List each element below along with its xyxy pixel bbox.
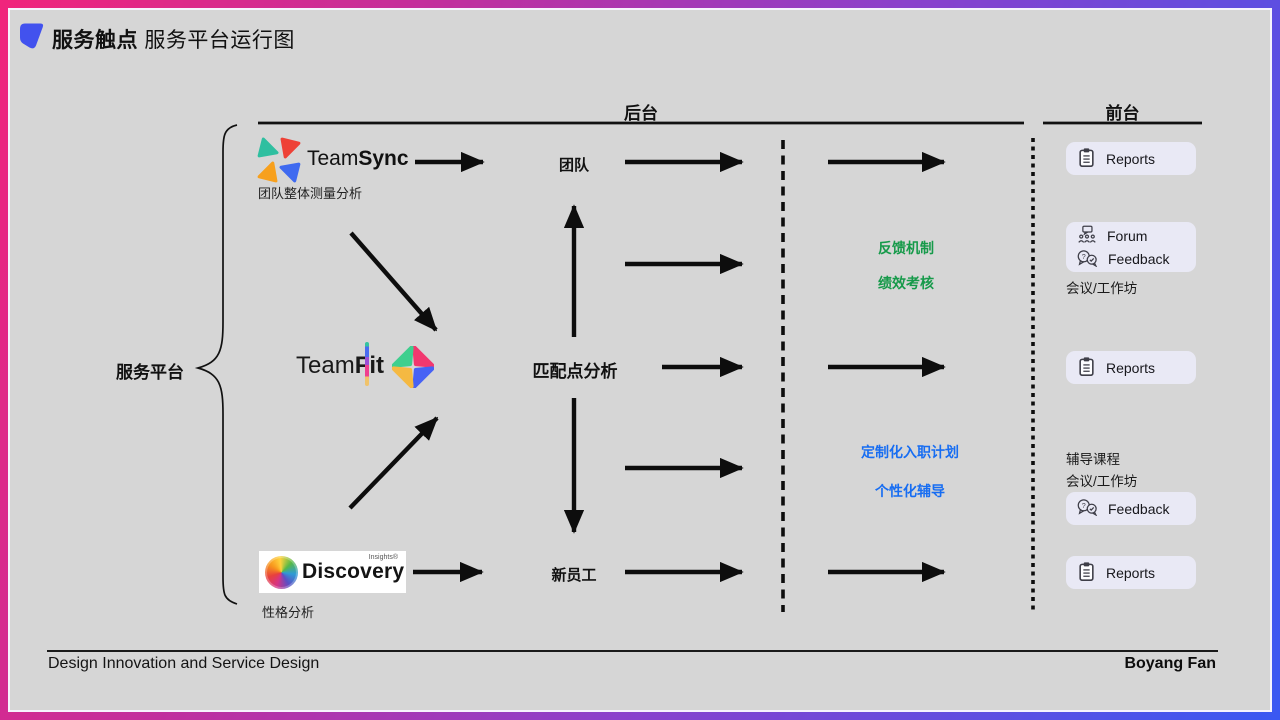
teamsync-logo-icon: [253, 136, 305, 189]
teamsync-wordmark: TeamSync: [307, 147, 409, 171]
page-title-bold: 服务触点: [52, 29, 138, 52]
teamfit-logo: TeamFit: [296, 342, 436, 390]
backstage-title: 后台: [624, 104, 658, 123]
feedback-icon: ?: [1077, 249, 1098, 270]
note-feedback-mechanism: 反馈机制: [878, 240, 934, 256]
node-matching: 匹配点分析: [532, 362, 618, 381]
clipboard-icon: [1077, 147, 1096, 171]
discovery-wordmark: Discovery: [302, 560, 405, 583]
teamsync-caption: 团队整体测量分析: [258, 186, 363, 201]
forum-label: Forum: [1107, 227, 1148, 244]
clipboard-icon: [1077, 561, 1096, 585]
teamsync-name-bold: Sync: [358, 147, 409, 170]
reports-label: Reports: [1106, 564, 1156, 581]
teamfit-i-color-stripe: [365, 342, 369, 386]
teamfit-diamond-icon: [391, 345, 435, 393]
reports-card-2[interactable]: Reports: [1066, 351, 1196, 384]
note-performance-review: 绩效考核: [878, 275, 934, 291]
page-title-light: 服务平台运行图: [144, 29, 295, 52]
feedback-label: Feedback: [1108, 500, 1170, 517]
platform-group-label: 服务平台: [116, 363, 184, 382]
teamfit-wordmark: TeamFit: [296, 352, 384, 380]
workshop-text-2: 会议/工作坊: [1066, 474, 1138, 489]
reports-label: Reports: [1106, 150, 1156, 167]
discovery-swirl-icon: [265, 555, 298, 589]
footer-author: Boyang Fan: [1124, 655, 1216, 672]
clipboard-icon: [1077, 356, 1096, 380]
platform-brace: [194, 124, 238, 605]
page-title: 服务触点 服务平台运行图: [52, 24, 295, 54]
flow-arrows: [348, 151, 946, 583]
feedback-row[interactable]: ? Feedback: [1077, 249, 1185, 270]
note-personal-coaching: 个性化辅导: [875, 483, 945, 499]
teamsync-name-regular: Team: [307, 147, 359, 170]
workshop-text-1: 会议/工作坊: [1066, 281, 1138, 296]
reports-label: Reports: [1106, 359, 1156, 376]
feedback-icon: ?: [1077, 498, 1098, 519]
reports-card-3[interactable]: Reports: [1066, 556, 1196, 589]
feedback-label: Feedback: [1108, 251, 1170, 267]
discovery-trademark: Insights®: [368, 554, 398, 561]
reports-card-1[interactable]: Reports: [1066, 142, 1196, 175]
discovery-logo: Discovery Insights®: [259, 551, 406, 593]
forum-feedback-card[interactable]: Forum ? Feedback: [1066, 222, 1196, 272]
teamfit-name-bold: Fit: [354, 352, 385, 379]
teamfit-name-regular: Team: [296, 352, 355, 379]
svg-text:?: ?: [1082, 502, 1086, 510]
discovery-caption: 性格分析: [262, 605, 315, 620]
coaching-text: 辅导课程: [1066, 452, 1120, 467]
svg-text:?: ?: [1082, 252, 1086, 260]
feedback-card[interactable]: ? Feedback: [1066, 492, 1196, 525]
note-custom-onboarding: 定制化入职计划: [861, 444, 959, 460]
footer-course-title: Design Innovation and Service Design: [48, 655, 320, 672]
forum-icon: [1077, 225, 1097, 247]
node-team: 团队: [558, 157, 589, 174]
brand-logo-icon: [16, 20, 46, 57]
forum-row[interactable]: Forum: [1077, 225, 1185, 247]
node-newcomer: 新员工: [551, 567, 597, 584]
frontstage-title: 前台: [1105, 104, 1140, 123]
